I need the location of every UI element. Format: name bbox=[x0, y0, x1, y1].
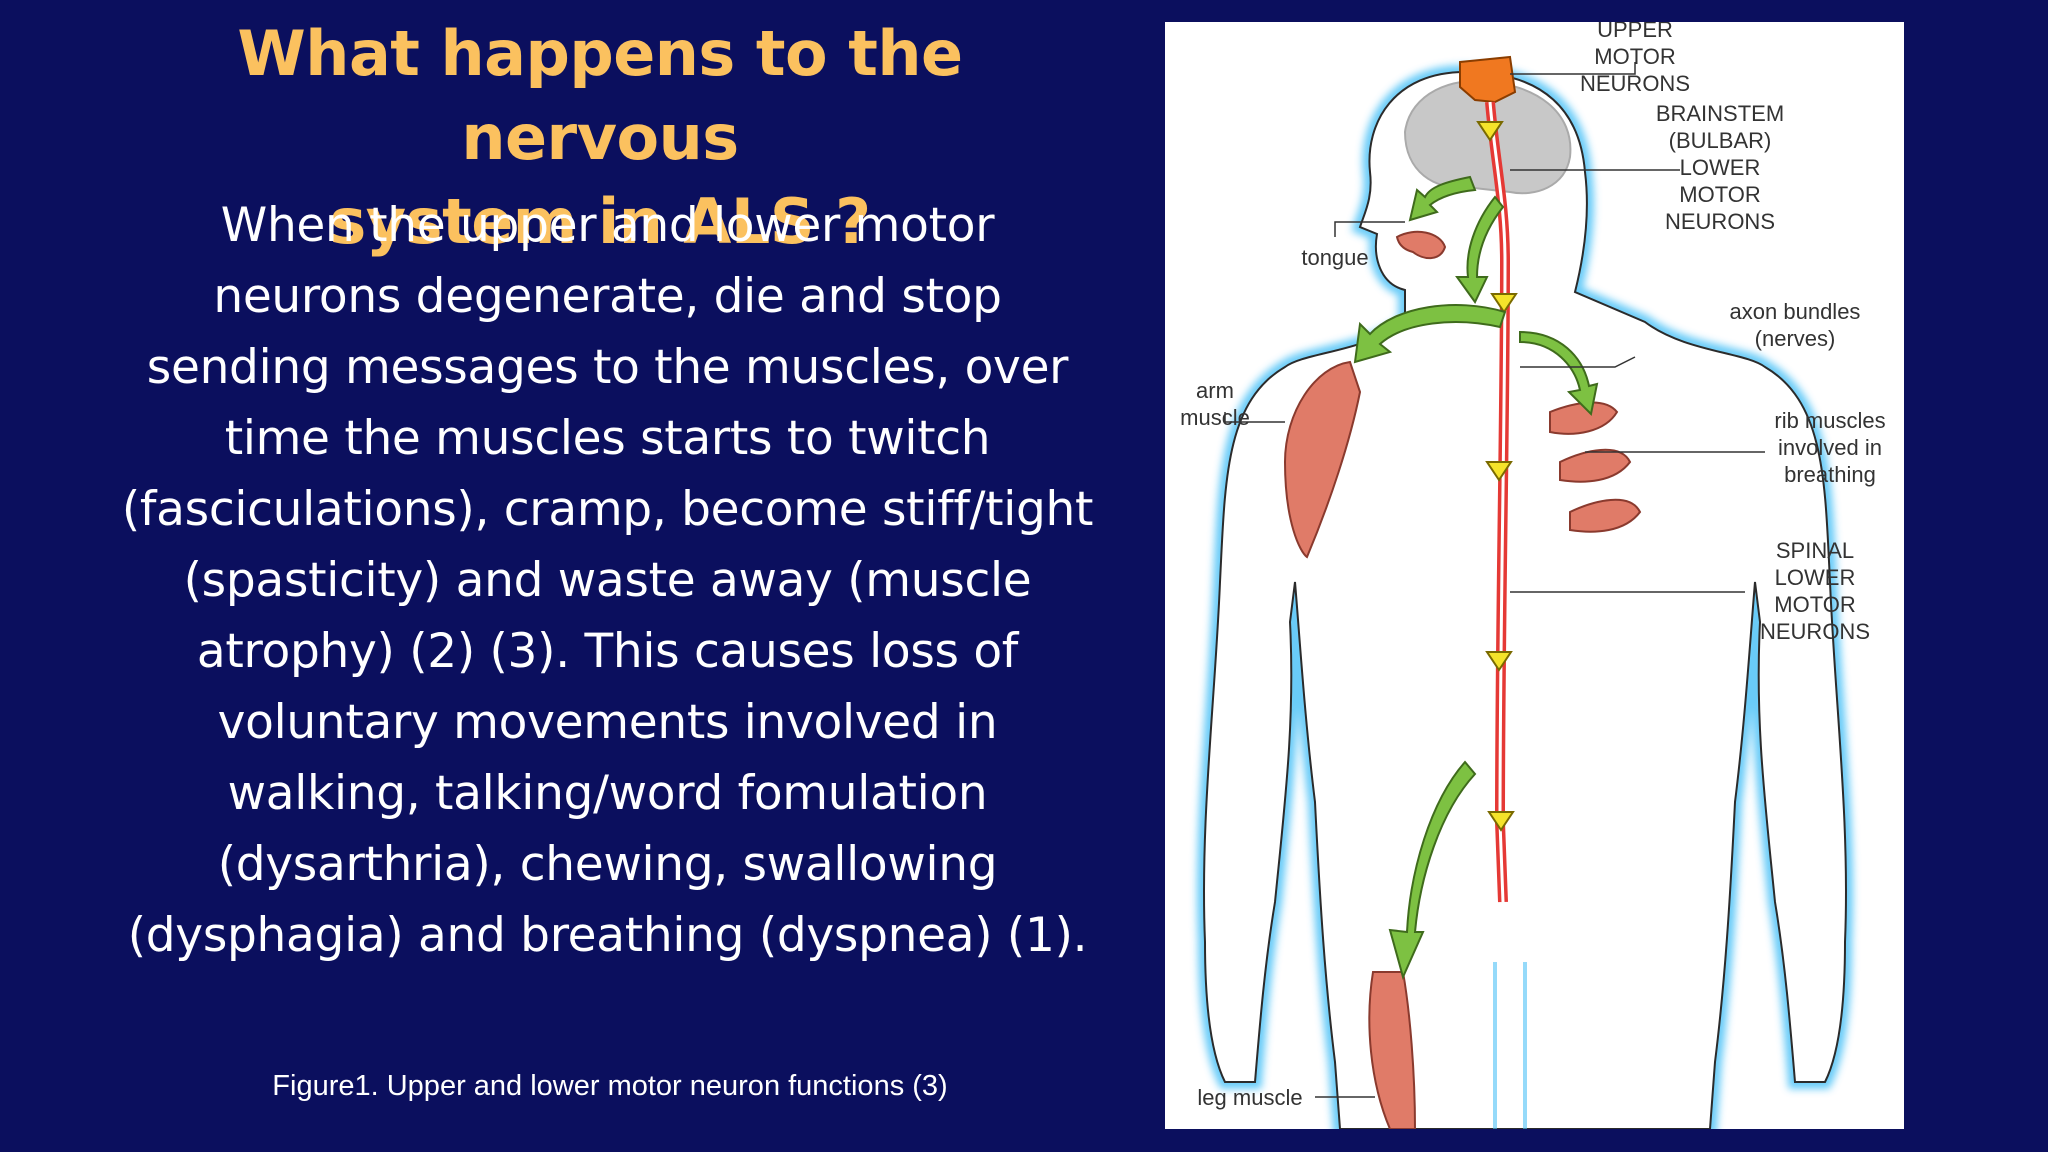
label-axon-bundles: axon bundles (nerves) bbox=[1715, 298, 1875, 352]
title-line-1: What happens to the nervous bbox=[237, 17, 963, 174]
arm-muscle bbox=[1283, 360, 1362, 559]
label-brainstem-line-3: LOWER bbox=[1679, 155, 1761, 180]
label-tongue: tongue bbox=[1301, 245, 1369, 270]
leader-lines bbox=[1224, 62, 1765, 1098]
label-brainstem-line-5: NEURONS bbox=[1664, 209, 1775, 234]
figure-caption: Figure1. Upper and lower motor neuron fu… bbox=[272, 1070, 948, 1102]
label-spinal-line-2: LOWER bbox=[1774, 565, 1856, 590]
slide-title: What happens to the nervous system in AL… bbox=[100, 12, 1100, 264]
label-rib-line-3: breathing bbox=[1784, 462, 1876, 487]
body-silhouette bbox=[1196, 64, 1854, 1129]
label-brainstem-line-2: (BULBAR) bbox=[1668, 128, 1772, 153]
label-spinal-line-4: NEURONS bbox=[1759, 619, 1870, 644]
label-arm-muscle: arm muscle bbox=[1175, 377, 1255, 431]
title-line-2: system in ALS ? bbox=[329, 185, 871, 258]
label-leg-muscle: leg muscle bbox=[1197, 1085, 1303, 1110]
label-spinal-line-1: SPINAL bbox=[1775, 538, 1855, 563]
body-diagram bbox=[1196, 55, 1854, 1129]
motor-neuron-figure: UPPER MOTOR NEURONS BRAINSTEM (BULBAR) L… bbox=[1165, 22, 1904, 1129]
label-rib-line-2: involved in bbox=[1778, 435, 1882, 460]
label-axon-line-1: axon bundles bbox=[1729, 299, 1861, 324]
label-rib-muscles: rib muscles involved in breathing bbox=[1765, 407, 1895, 488]
label-upper-motor-line-2: NEURONS bbox=[1579, 71, 1690, 96]
label-arm-line-2: muscle bbox=[1180, 405, 1250, 430]
rib-muscles bbox=[1549, 401, 1642, 533]
spinal-cord bbox=[1485, 101, 1511, 903]
label-rib-line-1: rib muscles bbox=[1774, 408, 1886, 433]
label-axon-line-2: (nerves) bbox=[1754, 326, 1836, 351]
label-arm-line-1: arm bbox=[1196, 378, 1234, 403]
yellow-arrows bbox=[1476, 121, 1518, 832]
label-brainstem-neurons: BRAINSTEM (BULBAR) LOWER MOTOR NEURONS bbox=[1645, 100, 1795, 235]
green-arrows bbox=[1353, 175, 1599, 980]
label-upper-motor-line-1: UPPER MOTOR bbox=[1594, 22, 1676, 69]
motor-cortex bbox=[1459, 55, 1517, 104]
body-paragraph: When the upper and lower motor neurons d… bbox=[121, 198, 1094, 963]
leg-muscle bbox=[1368, 971, 1417, 1129]
tongue-muscle bbox=[1395, 230, 1447, 260]
label-upper-motor-neurons: UPPER MOTOR NEURONS bbox=[1560, 22, 1710, 97]
label-spinal-line-3: MOTOR bbox=[1774, 592, 1856, 617]
label-brainstem-line-4: MOTOR bbox=[1679, 182, 1761, 207]
label-spinal-neurons: SPINAL LOWER MOTOR NEURONS bbox=[1755, 537, 1875, 645]
label-brainstem-line-1: BRAINSTEM bbox=[1655, 101, 1785, 126]
